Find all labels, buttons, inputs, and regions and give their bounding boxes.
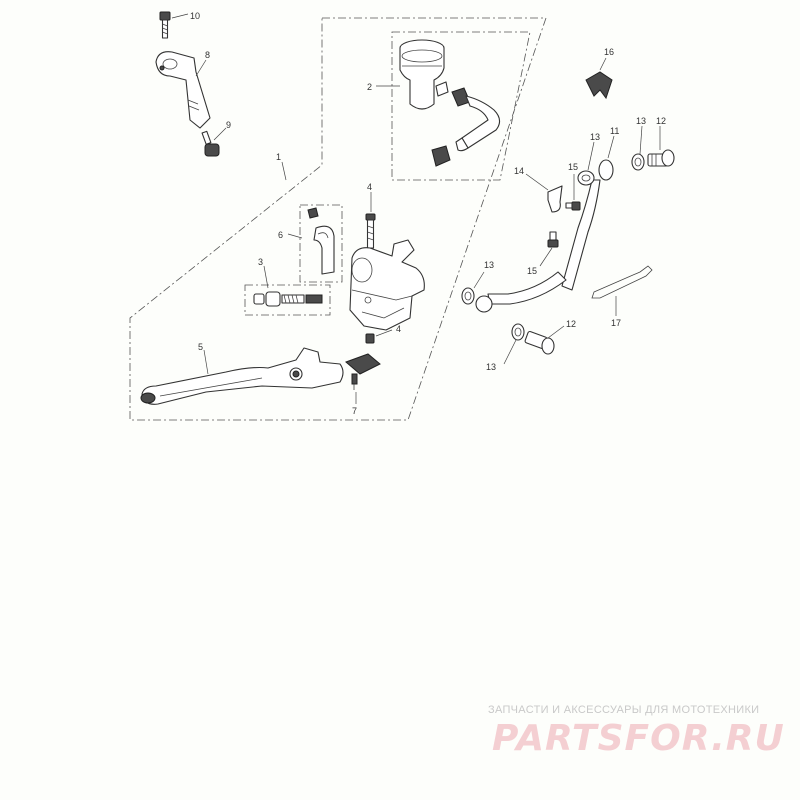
callout-13-b: 13 (636, 116, 646, 126)
callout-16: 16 (604, 47, 614, 57)
washer-part-13-upper-b (631, 153, 645, 171)
piston-kit-sub-boundary (244, 284, 331, 316)
callout-13-a: 13 (590, 132, 600, 142)
watermark-logo: PARTSFOR.RU (492, 718, 785, 759)
banjo-bolt-part-12-upper (647, 149, 675, 167)
lever-part-5 (140, 347, 344, 405)
watermark-tagline: ЗАПЧАСТИ И АКСЕССУАРЫ ДЛЯ МОТОТЕХНИКИ (488, 704, 760, 716)
watermark: ЗАПЧАСТИ И АКСЕССУАРЫ ДЛЯ МОТОТЕХНИКИ PA… (488, 704, 788, 764)
wire-clip-part-17 (591, 265, 653, 299)
callout-12-b: 12 (566, 319, 576, 329)
callout-13-d: 13 (486, 362, 496, 372)
reservoir-hose (431, 87, 501, 167)
callout-11: 11 (610, 126, 619, 136)
callout-5: 5 (198, 342, 203, 352)
callout-1: 1 (276, 152, 281, 162)
reservoir-sub-boundary (391, 31, 531, 181)
callout-2: 2 (367, 82, 372, 92)
nut-part-4-lower (365, 333, 375, 344)
callout-10: 10 (190, 11, 200, 21)
bolt-part-10 (159, 11, 171, 39)
callout-15-b: 15 (527, 266, 537, 276)
clip-part-16 (585, 71, 613, 100)
callout-17: 17 (611, 318, 621, 328)
callout-8: 8 (205, 50, 210, 60)
clamp-sub-boundary (299, 204, 343, 283)
screw-part-15-upper (565, 201, 581, 211)
reservoir-part-2 (399, 39, 449, 110)
callout-4-upper: 4 (367, 182, 372, 192)
screw-part-15-lower (547, 231, 559, 248)
callout-15-a: 15 (568, 162, 578, 172)
switch-part-7 (345, 353, 381, 390)
bolt-part-9 (201, 130, 220, 157)
banjo-bolt-part-12-lower (524, 330, 555, 355)
callout-14: 14 (514, 166, 524, 176)
callout-7: 7 (352, 406, 357, 416)
callout-12-a: 12 (656, 116, 666, 126)
screw-part-4-upper (365, 213, 376, 249)
washer-part-13-lower-a (461, 287, 475, 305)
washer-part-13-lower-b (511, 323, 525, 341)
master-cylinder-assembly-boundary (129, 17, 547, 421)
callout-6: 6 (278, 230, 283, 240)
callout-3: 3 (258, 257, 263, 267)
callout-13-c: 13 (484, 260, 494, 270)
brake-hose-part-11 (475, 159, 614, 313)
piston-kit-part-3 (253, 291, 323, 307)
bracket-part-8 (155, 51, 211, 129)
callout-4-lower: 4 (396, 324, 401, 334)
washer-part-13-upper-a (577, 170, 595, 186)
callout-9: 9 (226, 120, 231, 130)
master-cylinder-body (349, 239, 425, 331)
hose-bracket-part-14 (547, 185, 563, 213)
clamp-part-6 (307, 207, 335, 275)
